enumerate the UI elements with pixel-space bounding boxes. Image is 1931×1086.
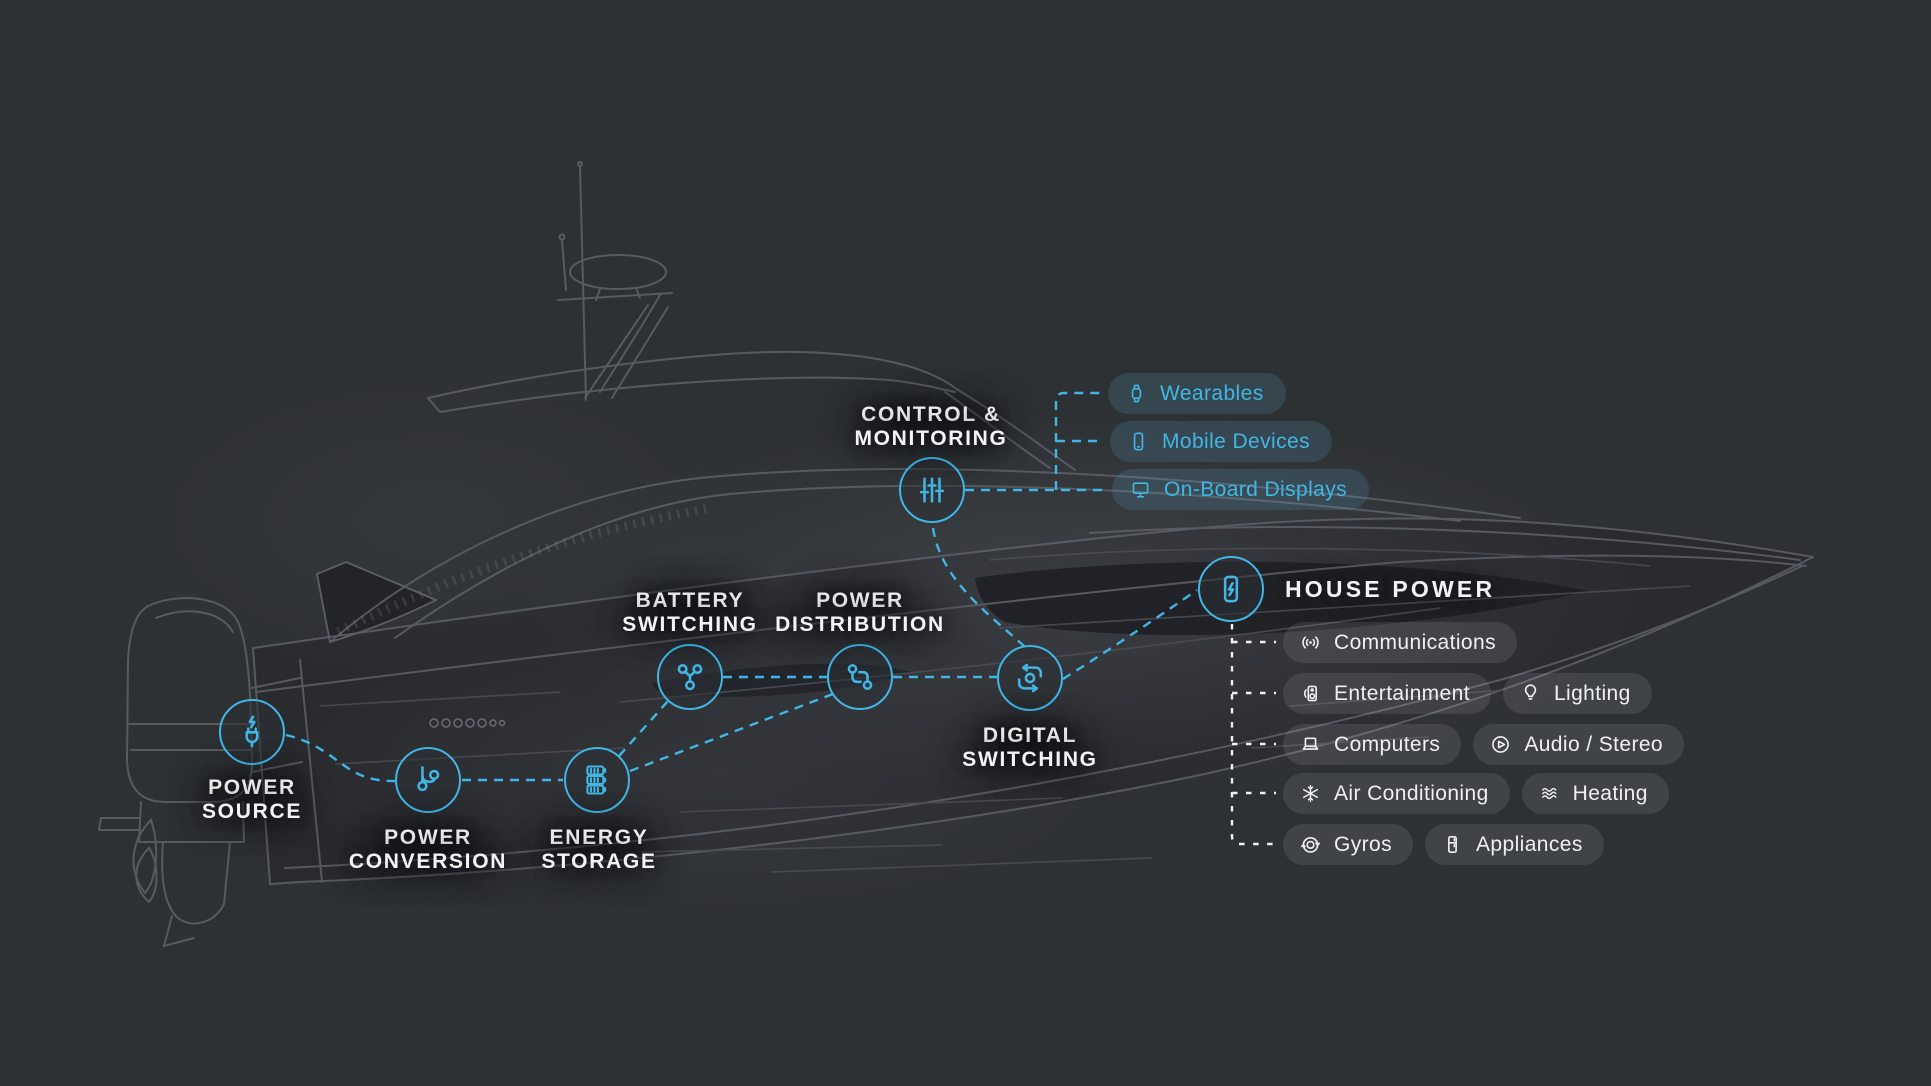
wire-source-to-conversion: [285, 733, 396, 783]
play-circle-icon: [1489, 733, 1512, 756]
pill-lighting-label: Lighting: [1553, 681, 1631, 705]
node-battery-switching: [657, 644, 723, 710]
pill-gyros: Gyros: [1283, 824, 1414, 865]
speaker-icon: [1299, 682, 1322, 705]
pill-mobile-devices-label: Mobile Devices: [1162, 429, 1310, 453]
pill-heating-label: Heating: [1572, 781, 1648, 805]
node-power-conversion: [395, 747, 461, 813]
laptop-icon: [1299, 733, 1322, 756]
monitor-icon: [1129, 478, 1152, 501]
house-pill-row-5: Gyros Appliances: [1283, 824, 1604, 865]
broadcast-icon: [1299, 631, 1322, 654]
node-energy-storage: [564, 747, 630, 813]
pill-computers-label: Computers: [1334, 732, 1441, 756]
wire-branch-to-wearables: [1054, 391, 1103, 490]
pill-audio-stereo: Audio / Stereo: [1473, 724, 1684, 765]
refrigerator-icon: [1441, 833, 1464, 856]
pill-heating: Heating: [1521, 773, 1669, 814]
wire-housepower-trunk: [1230, 624, 1276, 846]
wire-control-to-digital: [931, 527, 1027, 649]
pill-computers: Computers: [1283, 724, 1462, 765]
pill-lighting: Lighting: [1502, 673, 1652, 714]
pill-communications: Communications: [1283, 622, 1517, 663]
smartwatch-icon: [1125, 382, 1148, 405]
pill-air-conditioning: Air Conditioning: [1283, 773, 1510, 814]
pill-onboard-displays: On-Board Displays: [1112, 469, 1370, 510]
pill-audio-stereo-label: Audio / Stereo: [1524, 732, 1663, 756]
wire-storage-to-distribution: [629, 692, 834, 773]
pill-wearables: Wearables: [1108, 373, 1286, 414]
pill-appliances: Appliances: [1425, 824, 1604, 865]
battery-bolt-icon: [1213, 571, 1249, 607]
lightbulb-icon: [1519, 682, 1542, 705]
heat-waves-icon: [1538, 782, 1561, 805]
wire-storage-to-batteryswitching: [618, 700, 669, 757]
pill-appliances-label: Appliances: [1476, 832, 1583, 856]
pill-entertainment: Entertainment: [1283, 673, 1491, 714]
pill-communications-label: Communications: [1334, 630, 1496, 654]
branch-nodes-icon: [672, 659, 708, 695]
house-pill-row-3: Computers Audio / Stereo: [1283, 724, 1684, 765]
sync-arrows-icon: [1012, 660, 1048, 696]
plug-bolt-icon: [234, 714, 270, 750]
converter-cable-icon: [410, 762, 446, 798]
house-pill-row-2: Entertainment Lighting: [1283, 673, 1652, 714]
snowflake-icon: [1299, 782, 1322, 805]
house-pill-row-1: Communications: [1283, 622, 1517, 663]
circuit-branch-icon: [842, 659, 878, 695]
node-power-distribution: [827, 644, 893, 710]
pill-gyros-label: Gyros: [1334, 832, 1393, 856]
pill-air-conditioning-label: Air Conditioning: [1334, 781, 1489, 805]
sliders-icon: [914, 472, 950, 508]
smartphone-icon: [1127, 430, 1150, 453]
gyro-icon: [1299, 833, 1322, 856]
wire-digital-to-housepower: [1062, 589, 1198, 681]
node-control-monitoring: [899, 457, 965, 523]
pill-entertainment-label: Entertainment: [1334, 681, 1470, 705]
house-pill-row-4: Air Conditioning Heating: [1283, 773, 1669, 814]
battery-stack-icon: [579, 762, 615, 798]
node-control-monitoring-label: CONTROL &MONITORING: [854, 403, 1008, 450]
pill-onboard-displays-label: On-Board Displays: [1164, 477, 1348, 501]
node-house-power: [1198, 556, 1264, 622]
node-power-source: [219, 699, 285, 765]
pill-wearables-label: Wearables: [1160, 381, 1264, 405]
node-digital-switching: [997, 645, 1063, 711]
node-house-power-label: HOUSE POWER: [1285, 576, 1496, 602]
pill-mobile-devices: Mobile Devices: [1110, 421, 1332, 462]
